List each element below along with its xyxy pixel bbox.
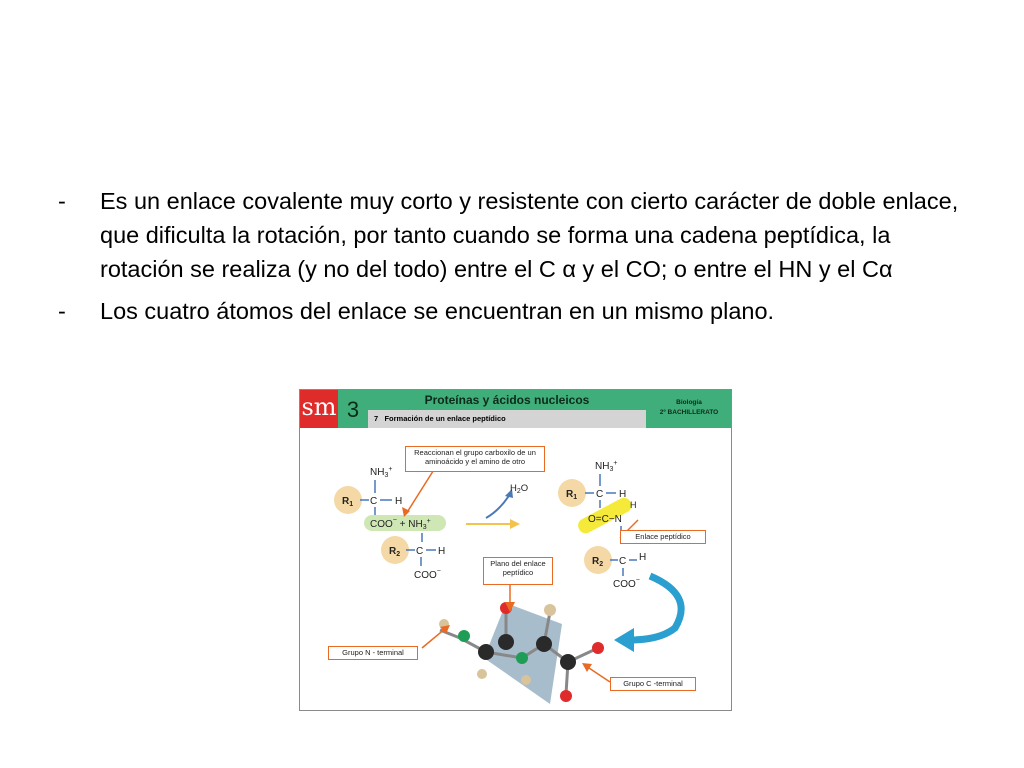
publisher-logo: sm (300, 390, 338, 428)
callout-peptide-bond: Enlace peptídico (620, 530, 706, 544)
blue-curved-arrow (629, 572, 685, 644)
peptide-bond-figure: sm 3 Proteínas y ácidos nucleicos 7 Form… (299, 389, 732, 711)
svg-text:NH3+: NH3+ (595, 460, 617, 473)
svg-text:C: C (596, 489, 603, 500)
svg-text:R2: R2 (389, 546, 400, 558)
course-badge: Biología 2º BACHILLERATO (646, 390, 731, 428)
svg-text:COO− + NH3+: COO− + NH3+ (370, 517, 431, 531)
dipeptide-product: NH3+ R1 C H O=C−N H R2 C H COO− (558, 460, 646, 590)
reactant-amino-acids: NH3+ R1 C H COO− + NH3+ R2 C H COO− (334, 466, 446, 581)
svg-text:H: H (630, 500, 637, 510)
bullet-text: Los cuatro átomos del enlace se encuentr… (100, 298, 775, 324)
callout-reaction: Reaccionan el grupo carboxilo de un amin… (405, 446, 545, 472)
ball-and-stick-model (439, 602, 604, 704)
subtitle-text: Formación de un enlace peptídico (384, 414, 506, 423)
bullet-item: - Es un enlace covalente muy corto y res… (58, 184, 978, 286)
course-label: 2º BACHILLERATO (659, 409, 719, 416)
figure-subtitle: 7 Formación de un enlace peptídico (368, 410, 646, 428)
bullet-item: - Los cuatro átomos del enlace se encuen… (58, 294, 978, 328)
reaction-arrow: H2O (466, 483, 528, 529)
svg-text:C: C (370, 496, 377, 507)
svg-text:COO−: COO− (613, 577, 640, 590)
svg-text:H: H (438, 546, 445, 557)
reaction-diagram: NH3+ R1 C H COO− + NH3+ R2 C H COO− (334, 460, 685, 704)
svg-text:C: C (416, 546, 423, 557)
svg-text:R1: R1 (342, 496, 353, 508)
svg-text:R1: R1 (566, 489, 577, 501)
svg-text:COO−: COO− (414, 568, 441, 581)
subtitle-number: 7 (374, 414, 379, 423)
svg-text:H2O: H2O (510, 483, 528, 495)
callout-n-terminal: Grupo N - terminal (328, 646, 418, 660)
callout-pointer (405, 467, 436, 515)
callout-c-terminal: Grupo C -terminal (610, 677, 696, 691)
svg-text:H: H (395, 496, 402, 507)
svg-text:R2: R2 (592, 556, 603, 568)
bullet-marker: - (58, 298, 66, 324)
svg-text:NH3+: NH3+ (370, 466, 392, 479)
subject-label: Biología (676, 399, 702, 406)
bullet-text: Es un enlace covalente muy corto y resis… (100, 188, 959, 282)
callout-bond-plane: Plano del enlace peptídico (483, 557, 553, 585)
svg-text:C: C (619, 556, 626, 567)
svg-text:H: H (639, 552, 646, 563)
svg-text:O=C−N: O=C−N (588, 514, 622, 525)
figure-title: Proteínas y ácidos nucleicos (368, 390, 646, 410)
svg-text:H: H (619, 489, 626, 500)
bullet-marker: - (58, 188, 66, 214)
unit-number: 3 (338, 390, 368, 428)
bullet-list: - Es un enlace covalente muy corto y res… (58, 184, 978, 336)
